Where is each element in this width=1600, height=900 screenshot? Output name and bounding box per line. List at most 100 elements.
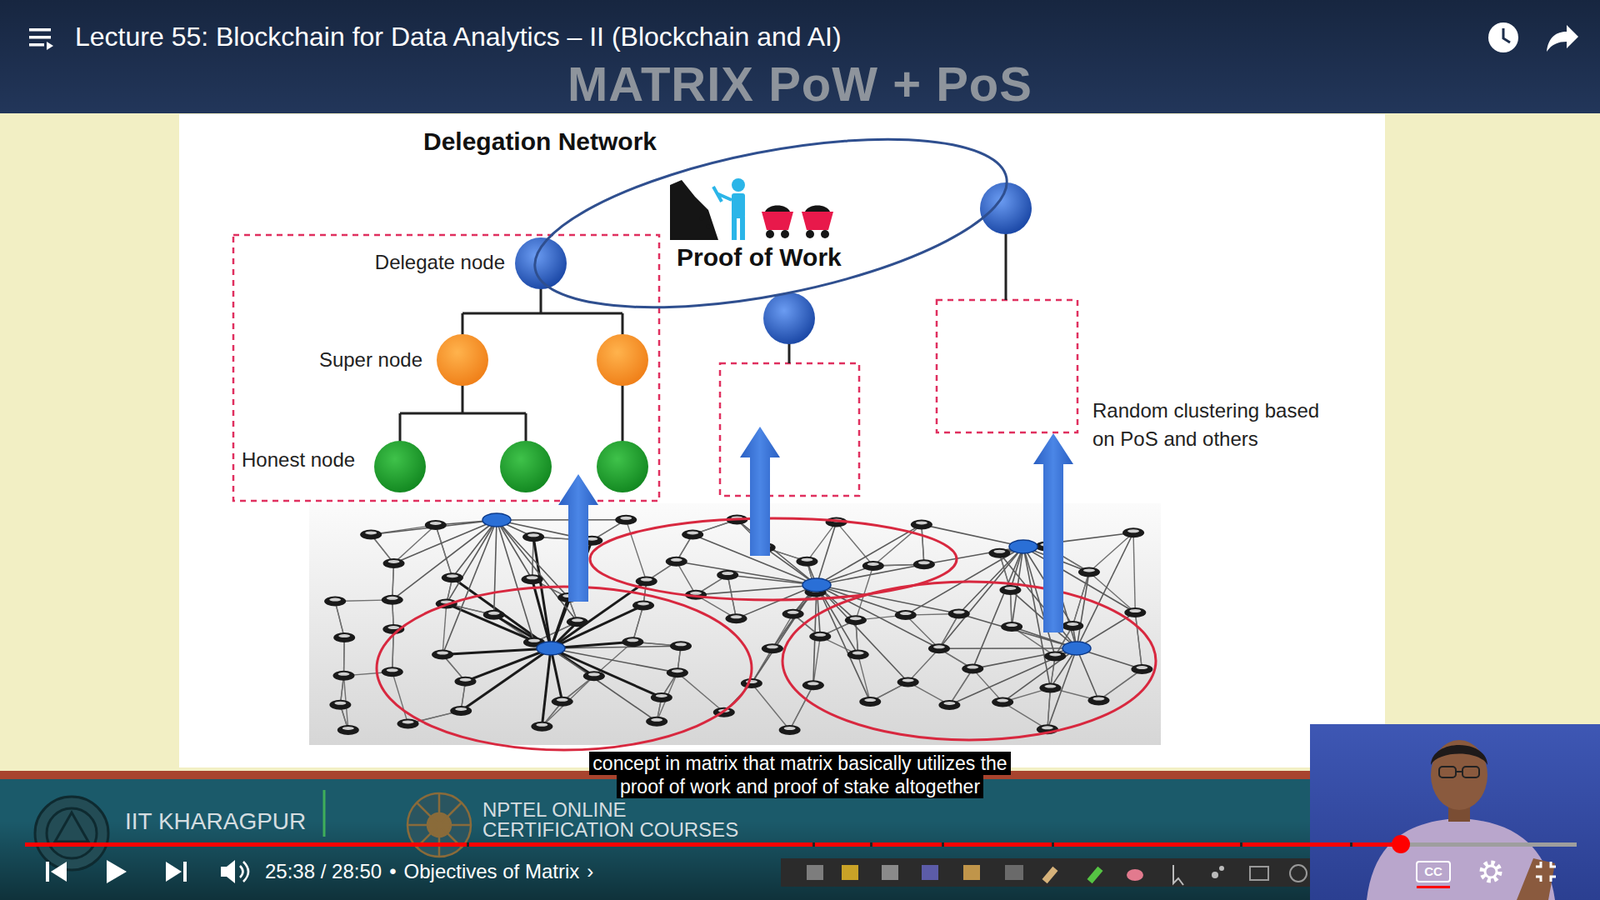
network-node [895,610,917,620]
network-node-highlight [1127,529,1140,533]
network-node-highlight [766,645,779,649]
institute-emblem [35,796,109,870]
network-node-highlight [1041,725,1054,730]
network-node-highlight [637,601,650,605]
node-role-label: Super node [319,348,423,372]
network-node [431,650,454,660]
network-node-highlight [640,577,653,581]
clock-icon [1488,22,1519,53]
network-link [550,648,563,702]
network-node-highlight [1044,685,1056,689]
network-node-highlight [338,672,350,676]
network-link [625,520,647,582]
network-node [795,556,818,567]
player-time-row: 25:38 / 28:50•Objectives of Matrix› [265,859,594,885]
network-node [681,529,704,540]
network-node [530,721,553,732]
network-node-highlight [1129,609,1141,613]
network-link [1089,571,1135,613]
network-node [666,667,689,678]
network-link [343,637,345,676]
network-node [913,559,935,570]
network-node-highlight [430,521,442,525]
network-link [816,585,909,682]
network-node-highlight [686,530,699,535]
network-node [566,616,589,627]
network-link [836,521,874,566]
network-node-highlight [900,611,912,615]
network-node-highlight [460,678,472,682]
network-node-highlight [807,681,820,685]
network-node-highlight [690,591,702,595]
slide-title: MATRIX PoW + PoS [0,56,1600,113]
network-link [1133,532,1135,613]
network-link [908,648,940,682]
network-node-highlight [933,645,945,649]
network-node [621,636,644,647]
network-node [329,700,351,710]
network-link [855,620,859,655]
network-node [632,600,655,610]
network-node-highlight [488,611,500,615]
network-node-highlight [730,615,743,619]
network-node-highlight [1083,568,1095,572]
network-link [392,563,395,600]
network-node [450,705,472,716]
network-link [392,563,395,600]
mining-icon [670,178,834,240]
network-link [790,685,814,730]
network-hub [536,641,565,655]
network-node-highlight [386,668,399,672]
network-node [333,632,355,643]
network-hub [1062,641,1091,655]
network-node-highlight [1135,665,1148,670]
network-link [1010,590,1012,627]
network-link [1089,532,1134,572]
network-link [496,520,533,580]
network-node-highlight [365,530,377,535]
network-link [695,585,817,595]
network-link [550,648,662,698]
network-link [1135,612,1142,670]
network-link [939,546,1024,649]
network-node [455,676,477,687]
network-node-highlight [402,720,415,724]
network-node [522,531,545,542]
network-node [397,718,420,729]
network-node [999,585,1021,595]
network-link [939,613,960,649]
network-nodes [324,513,1153,735]
separator-dot: • [389,859,396,885]
network-node [1078,566,1100,577]
pen-toolbar [780,858,1311,887]
network-link [392,671,409,724]
network-node [665,556,688,567]
network-node [1039,683,1061,694]
network-node [1061,620,1084,631]
network-link [1002,648,1077,703]
network-node-highlight [850,616,862,620]
network-node-highlight [334,701,346,705]
network-node [782,609,805,620]
network-node-highlight [527,533,540,537]
network-link [343,637,345,676]
network-node-highlight [1005,623,1018,627]
network-node [988,548,1010,559]
network-link [550,648,657,722]
network-node-highlight [915,520,928,525]
network-node-highlight [1049,652,1061,656]
network-link [855,620,859,655]
network-node-highlight [329,598,341,602]
network-node [483,610,505,620]
network-link [452,520,497,578]
network-link [939,613,960,649]
network-node-highlight [996,699,1009,703]
network-link [751,683,790,730]
network-node-highlight [867,562,880,566]
network-node-highlight [800,558,813,562]
annotation: Random clustering based on PoS and other… [1092,396,1322,453]
network-node-highlight [655,694,668,698]
video-title: Lecture 55: Blockchain for Data Analytic… [75,21,1200,53]
network-link [446,603,551,649]
network-link [972,546,1024,670]
